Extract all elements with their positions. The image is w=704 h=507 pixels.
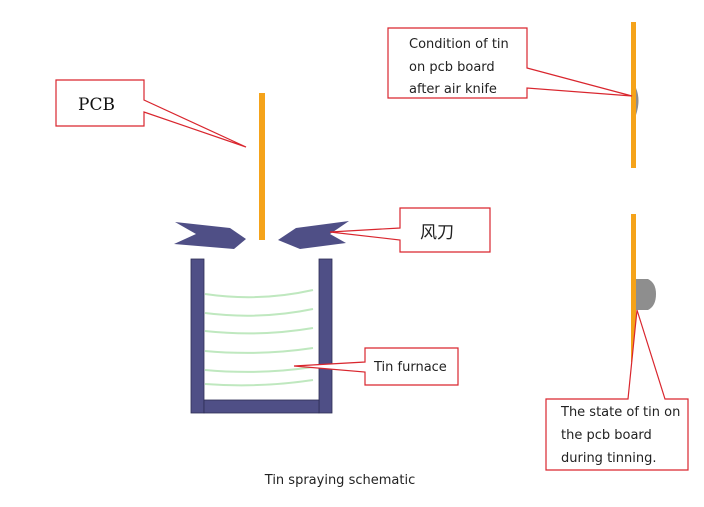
thick-tin-layer xyxy=(636,279,656,310)
after-knife-line-3: after air knife xyxy=(409,82,497,97)
pcb-board-after-knife xyxy=(631,22,636,168)
molten-tin-waves xyxy=(204,289,314,387)
tin-furnace xyxy=(190,258,333,414)
after-knife-line-2: on pcb board xyxy=(409,60,495,75)
during-tinning-line-3: during tinning. xyxy=(561,451,657,466)
air-knife-label: 风刀 xyxy=(420,223,454,243)
after-knife-line-1: Condition of tin xyxy=(409,37,509,52)
during-tinning-callout: The state of tin on the pcb board during… xyxy=(545,309,689,471)
tin-furnace-callout: Tin furnace xyxy=(293,347,459,386)
diagram-caption: Tin spraying schematic xyxy=(264,473,415,488)
during-tinning-line-1: The state of tin on xyxy=(560,405,680,420)
during-tinning-line-2: the pcb board xyxy=(561,428,652,443)
air-knife-right xyxy=(278,221,349,249)
pcb-callout: PCB xyxy=(55,79,247,148)
thin-tin-layer xyxy=(636,88,639,115)
air-knife-callout: 风刀 xyxy=(329,207,491,253)
pcb-label: PCB xyxy=(78,95,115,115)
pcb-board xyxy=(259,93,265,240)
air-knife-left xyxy=(174,222,246,249)
tin-furnace-label: Tin furnace xyxy=(373,360,447,375)
pcb-board-during-tinning xyxy=(631,214,636,362)
after-air-knife-callout: Condition of tin on pcb board after air … xyxy=(387,27,633,99)
